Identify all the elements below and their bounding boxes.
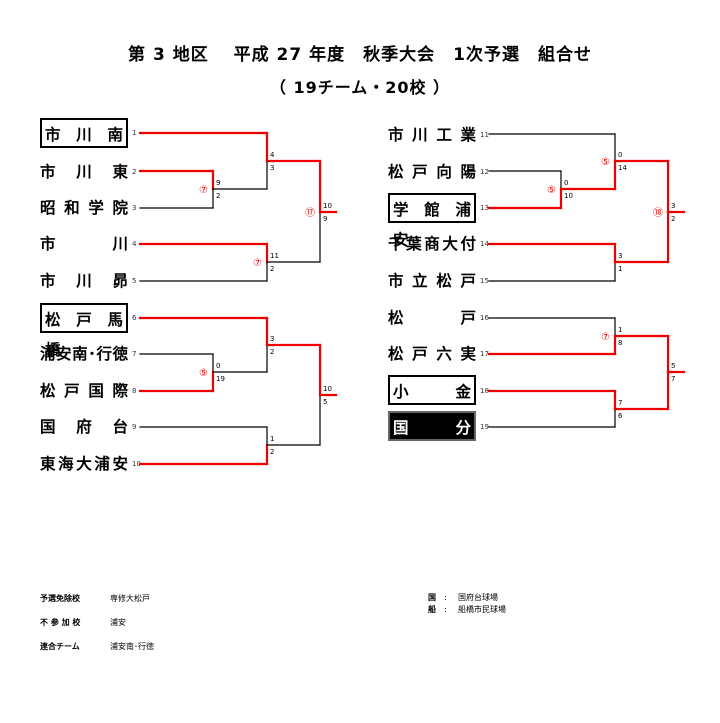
team-konodai: 国 府 台 xyxy=(40,418,128,436)
score: 1 xyxy=(270,435,274,443)
footer-absent: 不 参 加 校浦安 xyxy=(40,618,126,627)
team-kogane: 小 金 xyxy=(388,375,476,405)
score: 1 xyxy=(618,265,622,273)
score: 3 xyxy=(270,335,274,343)
score: 7 xyxy=(618,399,622,407)
seed-number: 17 xyxy=(480,350,489,358)
team-matsudo-koyo: 松 戸 向 陽 xyxy=(388,163,476,181)
team-matsudo: 松 戸 xyxy=(388,309,476,327)
seed-number: 13 xyxy=(480,204,489,212)
team-shiritsu-matsudo: 市 立 松 戸 xyxy=(388,272,476,290)
seed-number: 19 xyxy=(480,423,489,431)
score: 6 xyxy=(618,412,623,420)
seed-number: 5 xyxy=(132,277,137,285)
score: 2 xyxy=(671,215,675,223)
legend-funabashi: 船:船橋市民球場 xyxy=(428,605,506,614)
venue-marker: ⑦ xyxy=(199,185,208,196)
score: 3 xyxy=(618,252,622,260)
team-matsudo-mutsumi: 松 戸 六 実 xyxy=(388,345,476,363)
team-chibashodai-fuzoku: 千葉商大付 xyxy=(388,235,476,253)
score: 10 xyxy=(564,192,573,200)
venue-marker: ⑰ xyxy=(305,207,315,219)
score: 2 xyxy=(216,192,220,200)
team-ichikawa: 市 川 xyxy=(40,235,128,253)
legend-konodai: 国:国府台球場 xyxy=(428,593,498,602)
score: 2 xyxy=(270,448,274,456)
score: 0 xyxy=(564,179,568,187)
team-gakkan-urayasu: 学 館 浦 安 xyxy=(388,193,476,249)
seed-number: 12 xyxy=(480,168,489,176)
score: 3 xyxy=(270,164,274,172)
team-ichikawa-higashi: 市 川 東 xyxy=(40,163,128,181)
team-ichikawa-subaru: 市 川 昴 xyxy=(40,272,128,290)
venue-marker: ⑤ xyxy=(601,157,610,168)
seed-number: 16 xyxy=(480,314,489,322)
venue-marker: ⑦ xyxy=(253,258,262,269)
score: 9 xyxy=(323,215,327,223)
venue-marker: ⑤ xyxy=(547,185,556,196)
team-matsudo-mabashi: 松 戸 馬 橋 xyxy=(40,303,128,359)
seed-number: 10 xyxy=(132,460,141,468)
seed-number: 9 xyxy=(132,423,137,431)
seed-number: 2 xyxy=(132,168,137,176)
team-ichikawa-minami: 市 川 南 xyxy=(40,118,128,148)
score: 10 xyxy=(323,202,332,210)
score: 8 xyxy=(618,339,622,347)
seed-number: 15 xyxy=(480,277,489,285)
score: 9 xyxy=(216,179,220,187)
team-ichikawa-kogyo: 市 川 工 業 xyxy=(388,126,476,144)
score: 5 xyxy=(671,362,675,370)
venue-marker: ⑱ xyxy=(653,207,663,219)
seed-number: 1 xyxy=(132,129,137,137)
footer-combined: 連合チーム浦安南･行徳 xyxy=(40,642,154,651)
page-title: 第 3 地区 平成 27 年度 秋季大会 1次予選 組合せ xyxy=(128,45,592,65)
score: 7 xyxy=(671,375,675,383)
venue-marker: ⑦ xyxy=(601,332,610,343)
seed-number: 7 xyxy=(132,350,137,358)
score: 0 xyxy=(216,362,220,370)
score: 3 xyxy=(671,202,675,210)
seed-number: 11 xyxy=(480,131,489,139)
score: 2 xyxy=(270,348,274,356)
score: 4 xyxy=(270,151,275,159)
footer-exempt: 予選免除校専修大松戸 xyxy=(40,594,150,603)
score: 0 xyxy=(618,151,622,159)
seed-number: 3 xyxy=(132,204,137,212)
team-urayasu-minami-gyotoku: 浦安南･行徳 xyxy=(40,345,128,363)
team-tokai-urayasu: 東海大浦安 xyxy=(40,455,128,473)
score: 10 xyxy=(323,385,332,393)
seed-number: 18 xyxy=(480,387,489,395)
page-subtitle: （ 19チーム・20校 ） xyxy=(269,78,451,97)
venue-marker: ⑤ xyxy=(199,368,208,379)
team-kokubun: 国 分 xyxy=(388,411,476,441)
score: 11 xyxy=(270,252,279,260)
score: 2 xyxy=(270,265,274,273)
seed-number: 8 xyxy=(132,387,137,395)
score: 19 xyxy=(216,375,225,383)
team-showa-gakuin: 昭 和 学 院 xyxy=(40,199,128,217)
seed-number: 14 xyxy=(480,240,489,248)
score: 1 xyxy=(618,326,622,334)
seed-number: 6 xyxy=(132,314,137,322)
team-matsudo-kokusai: 松 戸 国 際 xyxy=(40,382,128,400)
seed-number: 4 xyxy=(132,240,137,248)
score: 14 xyxy=(618,164,627,172)
score: 5 xyxy=(323,398,327,406)
